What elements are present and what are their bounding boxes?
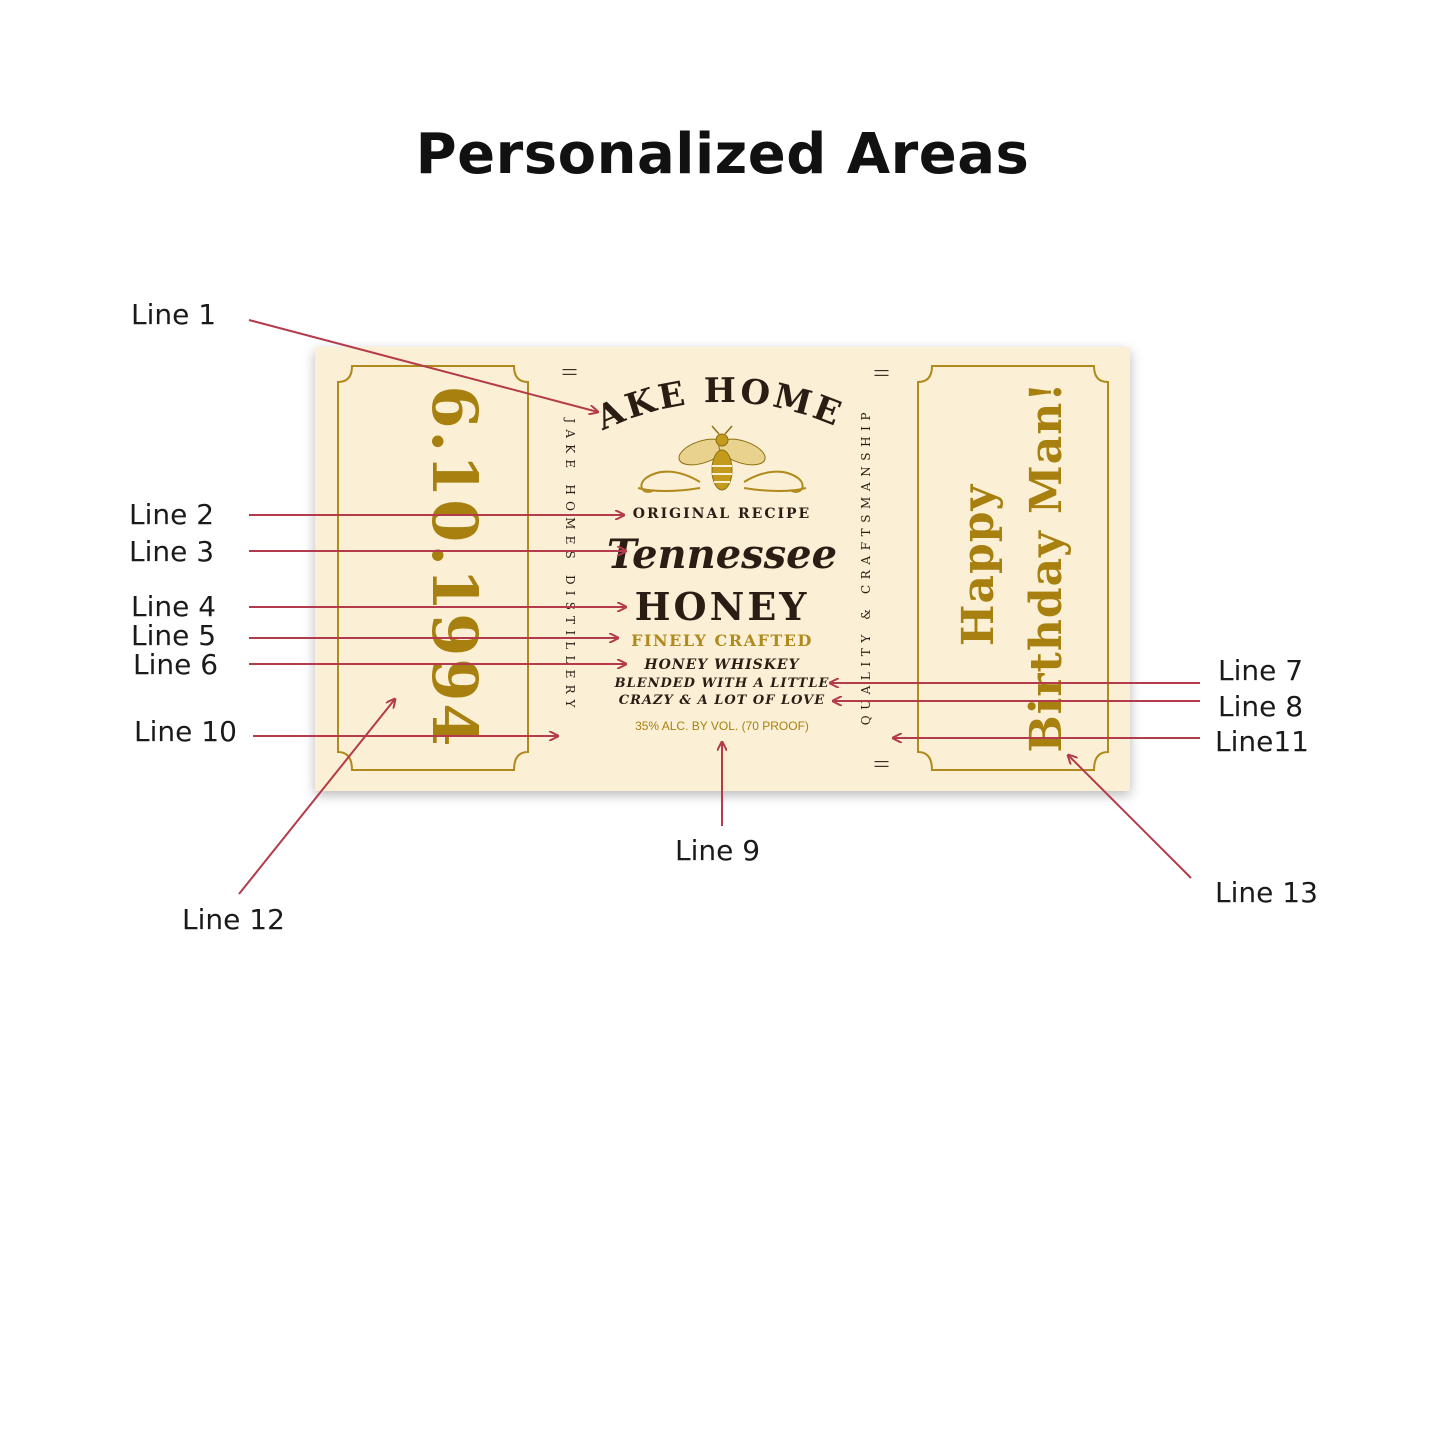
left-frame xyxy=(337,365,529,771)
crafted-text: FINELY CRAFTED xyxy=(631,631,813,650)
left-side-mark-top: || xyxy=(562,367,578,376)
arrow-line-1 xyxy=(248,319,598,412)
right-side-mark-bottom: || xyxy=(874,759,890,768)
right-side-text: QUALITY & CRAFTSMANSHIP xyxy=(859,407,873,725)
right-frame xyxy=(917,365,1109,771)
callout-line-6: Line 6 xyxy=(133,648,219,681)
callout-line-12: Line 12 xyxy=(182,903,285,936)
callout-line-1: Line 1 xyxy=(131,298,217,331)
callout-line-3: Line 3 xyxy=(129,535,215,568)
blend-line-2: CRAZY & A LOT OF LOVE xyxy=(619,693,825,708)
callout-line-13: Line 13 xyxy=(1215,876,1318,909)
page-title: Personalized Areas xyxy=(415,122,1030,187)
flourish-ornament xyxy=(637,470,807,493)
callout-line-7: Line 7 xyxy=(1218,654,1304,687)
product-text: HONEY WHISKEY xyxy=(643,657,800,673)
bee-icon xyxy=(678,425,766,491)
arrow-line-13 xyxy=(1068,755,1192,879)
callout-line-4: Line 4 xyxy=(131,590,217,623)
arrow-line-12 xyxy=(238,699,395,895)
blend-line-1: BLENDED WITH A LITTLE xyxy=(614,676,830,691)
callout-line-2: Line 2 xyxy=(129,498,215,531)
callout-arrows xyxy=(238,319,1200,895)
region-text: Tennessee xyxy=(607,531,837,578)
original-recipe: ORIGINAL RECIPE xyxy=(633,506,811,522)
right-side-mark-top: || xyxy=(874,368,890,377)
abv-text: 35% ALC. BY VOL. (70 PROOF) xyxy=(635,719,809,733)
message-line-2: Birthday Man! xyxy=(1021,381,1072,752)
left-side-text: JAKE HOMES DISTILLERY xyxy=(563,416,577,713)
message-line-1: Happy xyxy=(953,483,1004,646)
callout-line-8: Line 8 xyxy=(1218,690,1304,723)
date-text: 6.10.1994 xyxy=(418,385,491,748)
callout-line-5: Line 5 xyxy=(131,619,217,652)
callout-line-9: Line 9 xyxy=(675,834,761,867)
callout-line-10: Line 10 xyxy=(134,715,237,748)
callout-line-11: Line11 xyxy=(1215,725,1309,758)
whiskey-label xyxy=(315,347,1130,791)
flavor-text: HONEY xyxy=(635,584,810,629)
